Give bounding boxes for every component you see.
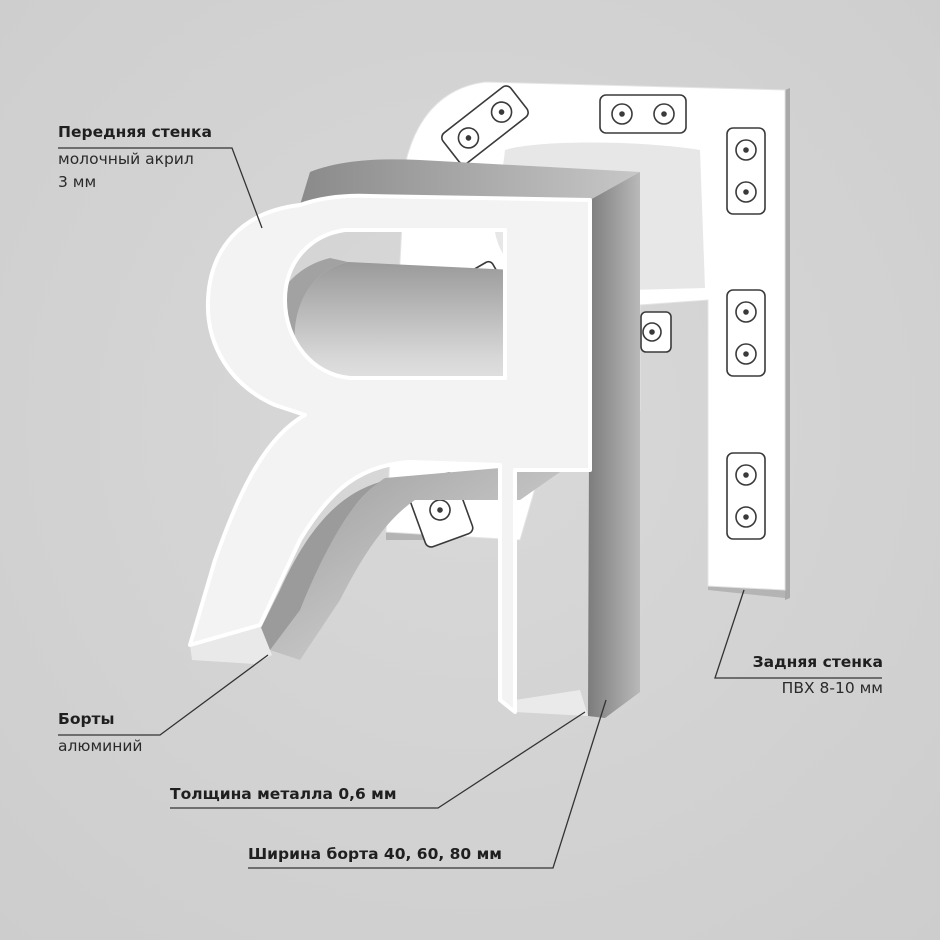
sides-label: Борты алюминий bbox=[58, 710, 143, 756]
sides-material: алюминий bbox=[58, 736, 143, 755]
led-modules bbox=[406, 85, 766, 548]
led-module bbox=[640, 311, 672, 353]
led-module bbox=[599, 94, 687, 134]
led-module bbox=[441, 85, 529, 165]
led-module bbox=[726, 289, 766, 377]
back-wall-leader bbox=[714, 589, 882, 679]
metal-thickness-label: Толщина металла 0,6 мм bbox=[170, 785, 397, 803]
front-wall-material: молочный акрил bbox=[58, 149, 194, 168]
side-width-leader bbox=[248, 699, 607, 869]
side-width-label: Ширина борта 40, 60, 80 мм bbox=[248, 845, 502, 863]
sides-leader bbox=[58, 654, 269, 736]
led-module bbox=[726, 452, 766, 540]
back-wall-material: ПВХ 8-10 мм bbox=[781, 678, 883, 697]
back-wall-label: Задняя стенка ПВХ 8-10 мм bbox=[752, 653, 883, 698]
front-wall-label: Передняя стенка молочный акрил 3 мм bbox=[58, 123, 212, 191]
metal-thickness-leader bbox=[170, 711, 586, 809]
front-wall-thickness: 3 мм bbox=[58, 172, 97, 191]
led-module bbox=[726, 127, 766, 215]
front-wall-title: Передняя стенка bbox=[58, 123, 212, 141]
front-wall-acrylic bbox=[188, 193, 592, 714]
front-wall-leader bbox=[58, 147, 263, 229]
back-wall-title: Задняя стенка bbox=[752, 653, 883, 671]
sides-title: Борты bbox=[58, 710, 115, 728]
leader-lines bbox=[58, 147, 882, 869]
